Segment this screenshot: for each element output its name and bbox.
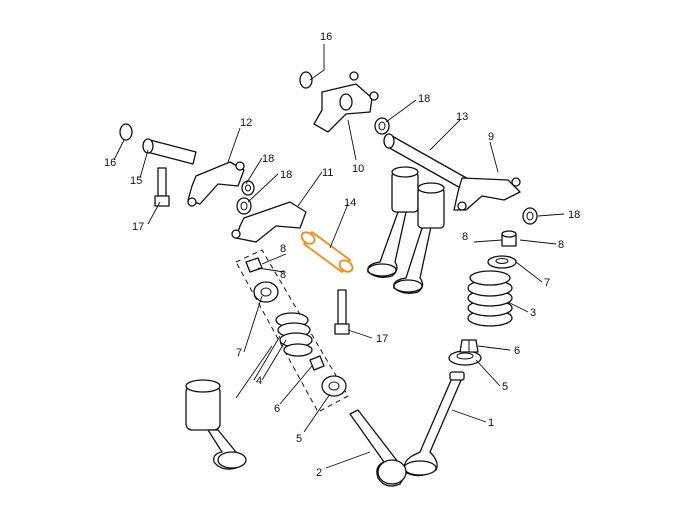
callout-5-right: 5 xyxy=(502,381,508,393)
callout-2: 2 xyxy=(316,467,322,479)
callout-13: 13 xyxy=(456,111,468,123)
part-valve-pair-upper[interactable] xyxy=(367,166,445,294)
callout-18-left-a: 18 xyxy=(262,153,274,165)
part-lifter-valve-lower-left[interactable] xyxy=(185,379,247,470)
part-rocker-arm-11[interactable] xyxy=(231,201,307,243)
part-washer-18-left-a[interactable] xyxy=(241,180,255,196)
part-spring-right[interactable] xyxy=(467,270,513,327)
part-stem-seal-right[interactable] xyxy=(501,230,517,247)
callout-17-left: 17 xyxy=(132,221,144,233)
assembly-bracket-dashed xyxy=(235,249,349,413)
part-washer-18-left-b[interactable] xyxy=(236,197,252,215)
callout-18-right: 18 xyxy=(568,209,580,221)
part-valve-right[interactable] xyxy=(403,371,465,477)
part-valve-left[interactable] xyxy=(349,409,407,487)
part-spring-seat-left[interactable] xyxy=(253,281,279,303)
callout-18-top: 18 xyxy=(418,93,430,105)
part-cotter-left[interactable] xyxy=(309,355,325,371)
part-bolt-17-left[interactable] xyxy=(154,167,170,207)
callout-9: 9 xyxy=(488,131,494,143)
part-rocker-shaft-15[interactable] xyxy=(142,138,197,165)
part-washer-18-right[interactable] xyxy=(522,207,538,225)
part-stem-seal-left[interactable] xyxy=(245,257,263,273)
callout-8-right-a: 8 xyxy=(462,231,468,243)
callout-15: 15 xyxy=(130,175,142,187)
part-spring-left[interactable] xyxy=(275,312,313,357)
callout-8-left-a: 8 xyxy=(280,243,286,255)
callout-3: 3 xyxy=(530,307,536,319)
part-oring-16-left[interactable] xyxy=(119,123,133,141)
leader-lines xyxy=(113,44,565,469)
callout-7-left: 7 xyxy=(236,347,242,359)
callout-16-top: 16 xyxy=(320,31,332,43)
part-rocker-shaft-13[interactable] xyxy=(383,133,471,191)
callout-6-right: 6 xyxy=(514,345,520,357)
callout-1: 1 xyxy=(488,417,494,429)
callout-18-left-b: 18 xyxy=(280,169,292,181)
part-rocker-arm-10[interactable] xyxy=(313,71,379,133)
callout-12: 12 xyxy=(240,117,252,129)
part-rocker-arm-9[interactable] xyxy=(453,177,521,211)
part-rocker-arm-12[interactable] xyxy=(187,161,245,207)
callout-11: 11 xyxy=(322,167,333,179)
callout-labels: 16 18 13 9 10 12 16 15 18 18 11 14 17 17… xyxy=(104,31,580,479)
part-washer-18-top[interactable] xyxy=(374,117,390,135)
callout-10: 10 xyxy=(352,163,364,175)
callout-6-left: 6 xyxy=(274,403,280,415)
part-rocker-pin-14-highlighted[interactable] xyxy=(299,230,354,274)
part-retainer-right[interactable] xyxy=(448,350,482,366)
callout-5-left: 5 xyxy=(296,433,302,445)
part-oring-16-top[interactable] xyxy=(299,71,313,89)
part-spring-seat-right[interactable] xyxy=(487,255,517,269)
part-cotter-right[interactable] xyxy=(459,339,479,353)
callout-16-left: 16 xyxy=(104,157,116,169)
callout-8-left-b: 8 xyxy=(280,269,286,281)
callout-7-right: 7 xyxy=(544,277,550,289)
part-bolt-17-middle[interactable] xyxy=(334,289,350,335)
callout-14: 14 xyxy=(344,197,356,209)
callout-4: 4 xyxy=(256,375,262,387)
callout-17-middle: 17 xyxy=(376,333,388,345)
callout-8-right-b: 8 xyxy=(558,239,564,251)
part-retainer-left[interactable] xyxy=(321,375,347,397)
